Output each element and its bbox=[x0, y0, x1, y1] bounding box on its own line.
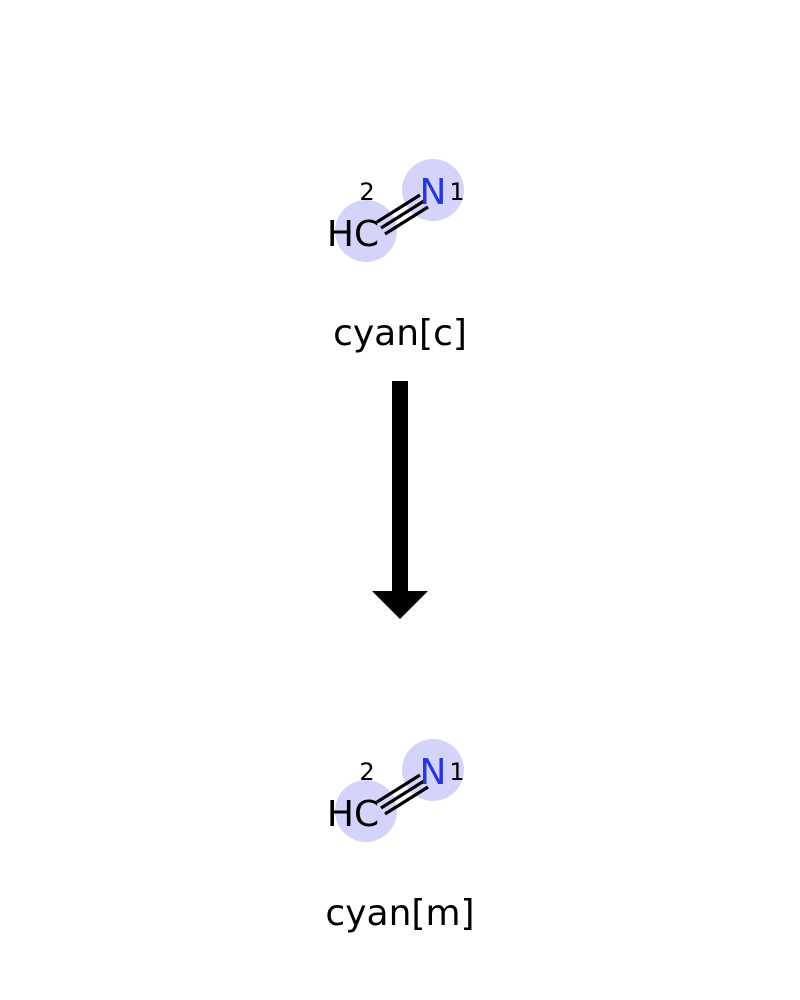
arrow-head bbox=[372, 591, 428, 619]
reaction-arrow bbox=[372, 381, 428, 619]
reactant-atom-c-symbol: HC bbox=[327, 214, 379, 255]
reactant-name: cyan[c] bbox=[333, 313, 467, 354]
reactant-molecule: N 1 HC 2 cyan[c] bbox=[327, 159, 467, 354]
reactant-triple-bond bbox=[376, 193, 429, 236]
reactant-atom-n-symbol: N bbox=[420, 172, 447, 213]
product-molecule: N 1 HC 2 cyan[m] bbox=[325, 739, 475, 934]
product-atom-n-number: 1 bbox=[449, 758, 464, 786]
product-name: cyan[m] bbox=[325, 893, 474, 934]
product-triple-bond bbox=[376, 773, 429, 816]
product-atom-c-symbol: HC bbox=[327, 794, 379, 835]
reactant-atom-n-number: 1 bbox=[449, 178, 464, 206]
product-atom-c-number: 2 bbox=[359, 758, 374, 786]
arrow-shaft bbox=[392, 381, 408, 593]
reactant-c-highlight bbox=[335, 200, 397, 262]
product-c-highlight bbox=[335, 780, 397, 842]
reactant-atom-c-number: 2 bbox=[359, 178, 374, 206]
product-atom-n-symbol: N bbox=[420, 752, 447, 793]
